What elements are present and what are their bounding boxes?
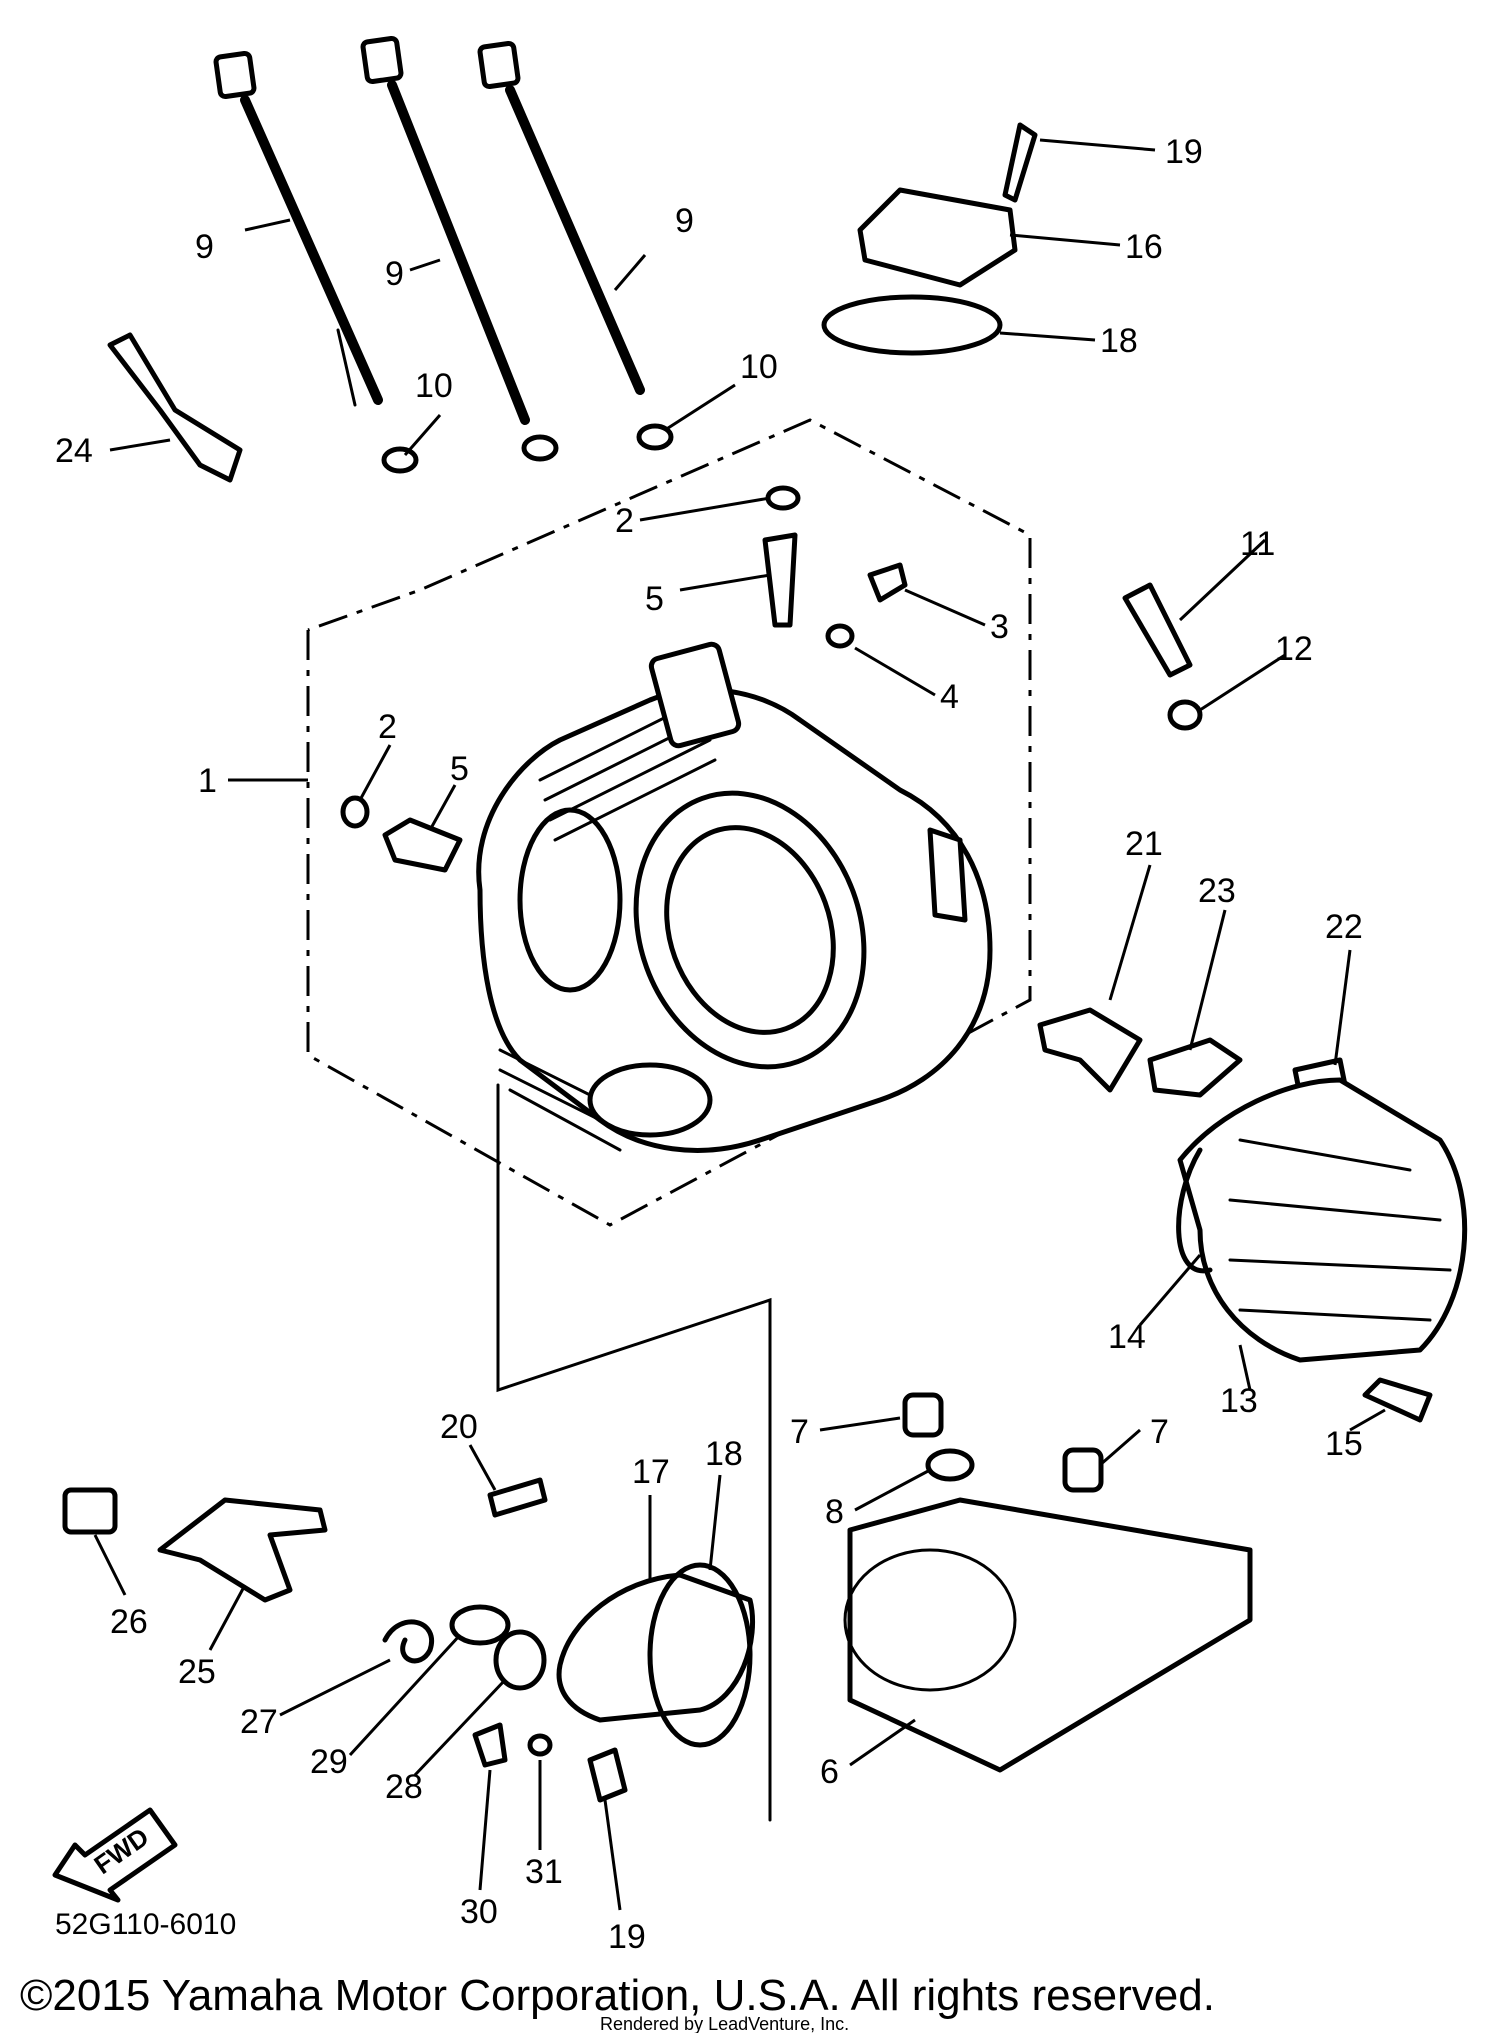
washers	[381, 423, 674, 474]
cylinder-head	[476, 641, 993, 1153]
leader-line-9c	[613, 254, 647, 291]
leader-line-25	[208, 1584, 247, 1651]
part-label-10b: 10	[740, 348, 778, 386]
part-label-25: 25	[178, 1653, 216, 1691]
rendered-by: Rendered by LeadVenture, Inc.	[600, 2014, 849, 2033]
leader-line-26	[93, 1534, 127, 1596]
leader-line-18b	[708, 1474, 722, 1571]
leader-line-10a	[403, 414, 442, 456]
part-label-8: 8	[825, 1493, 844, 1531]
leader-line-2b	[358, 744, 392, 801]
leader-line-7b	[1099, 1428, 1141, 1467]
part-label-7b: 7	[1150, 1413, 1169, 1451]
part-label-30: 30	[460, 1893, 498, 1931]
leader-line-9a	[244, 218, 291, 232]
leader-line-21	[1108, 864, 1152, 1001]
leader-line-18a	[999, 331, 1096, 342]
diagram-code: 52G110-6010	[55, 1908, 236, 1941]
leader-line-30	[478, 1769, 492, 1891]
part-label-5a: 5	[645, 580, 664, 618]
leader-line-22	[1333, 949, 1352, 1066]
part-label-27: 27	[240, 1703, 278, 1741]
part-label-6: 6	[820, 1753, 839, 1791]
part-label-21: 21	[1125, 825, 1163, 863]
leader-lines	[93, 138, 1386, 1911]
leader-line-29	[348, 1633, 462, 1757]
leader-line-5b	[428, 784, 457, 831]
leader-line-9b	[409, 258, 441, 272]
part-label-5b: 5	[450, 750, 469, 788]
head-bolt-middle	[360, 35, 530, 425]
leader-line-14	[1138, 1254, 1202, 1326]
head-bolt-right	[477, 40, 645, 395]
leader-line-24	[109, 438, 171, 452]
part-label-19a: 19	[1165, 133, 1203, 171]
head-cover	[1176, 1077, 1468, 1423]
part-label-9b: 9	[385, 255, 404, 293]
leader-line-2a	[639, 496, 771, 522]
part-label-12: 12	[1275, 630, 1313, 668]
part-label-1: 1	[198, 762, 217, 800]
part-label-10a: 10	[415, 367, 453, 405]
part-label-17: 17	[632, 1453, 670, 1491]
leader-line-7a	[819, 1416, 901, 1432]
leader-line-13	[1238, 1344, 1252, 1391]
part-label-31: 31	[525, 1853, 563, 1891]
head-bolts	[213, 35, 645, 425]
leader-line-12	[1199, 653, 1286, 712]
part-label-18b: 18	[705, 1435, 743, 1473]
leader-line-15	[1349, 1408, 1386, 1432]
leader-line-19a	[1039, 138, 1156, 152]
head-bolt-left	[213, 50, 383, 407]
part-label-7a: 7	[790, 1413, 809, 1451]
part-label-28: 28	[385, 1768, 423, 1806]
leader-line-19b	[603, 1799, 622, 1911]
tensioner-assembly	[62, 1477, 756, 1803]
leader-line-27	[279, 1658, 391, 1717]
part-label-16: 16	[1125, 228, 1163, 266]
part-label-18a: 18	[1100, 322, 1138, 360]
part-label-11: 11	[1240, 525, 1275, 563]
copyright-notice: ©2015 Yamaha Motor Corporation, U.S.A. A…	[20, 1971, 1215, 2020]
part-label-9c: 9	[675, 202, 694, 240]
part-label-19b: 19	[608, 1918, 646, 1956]
bolt-and-washer-right	[1122, 582, 1203, 731]
part-label-23: 23	[1198, 872, 1236, 910]
part-label-24: 24	[55, 432, 93, 470]
part-label-15: 15	[1325, 1425, 1363, 1463]
part-label-20: 20	[440, 1408, 478, 1446]
leader-line-6	[849, 1718, 916, 1767]
spark-plug	[107, 332, 243, 483]
gasket-assembly	[843, 1392, 1253, 1773]
part-label-14: 14	[1108, 1318, 1146, 1356]
leader-line-8	[854, 1468, 931, 1512]
part-label-13: 13	[1220, 1382, 1258, 1420]
leader-line-23	[1188, 909, 1227, 1051]
leader-line-28	[413, 1678, 507, 1777]
part-label-4: 4	[940, 678, 959, 716]
part-label-3: 3	[990, 608, 1009, 646]
part-label-2a: 2	[615, 502, 634, 540]
leader-line-4	[854, 646, 936, 697]
part-label-2b: 2	[378, 708, 397, 746]
fwd-arrow: FWD	[52, 1807, 178, 1903]
part-label-26: 26	[110, 1603, 148, 1641]
leader-line-11	[1178, 538, 1267, 622]
bracket-parts	[1037, 1007, 1348, 1098]
part-label-29: 29	[310, 1743, 348, 1781]
part-label-22: 22	[1325, 908, 1363, 946]
leader-line-3	[904, 588, 986, 627]
top-cover-assembly	[821, 122, 1038, 356]
leader-line-20	[468, 1444, 497, 1491]
leader-line-10b	[664, 383, 736, 432]
leader-line-16	[1009, 233, 1121, 247]
part-label-9a: 9	[195, 228, 214, 266]
leader-line-5a	[679, 573, 771, 592]
